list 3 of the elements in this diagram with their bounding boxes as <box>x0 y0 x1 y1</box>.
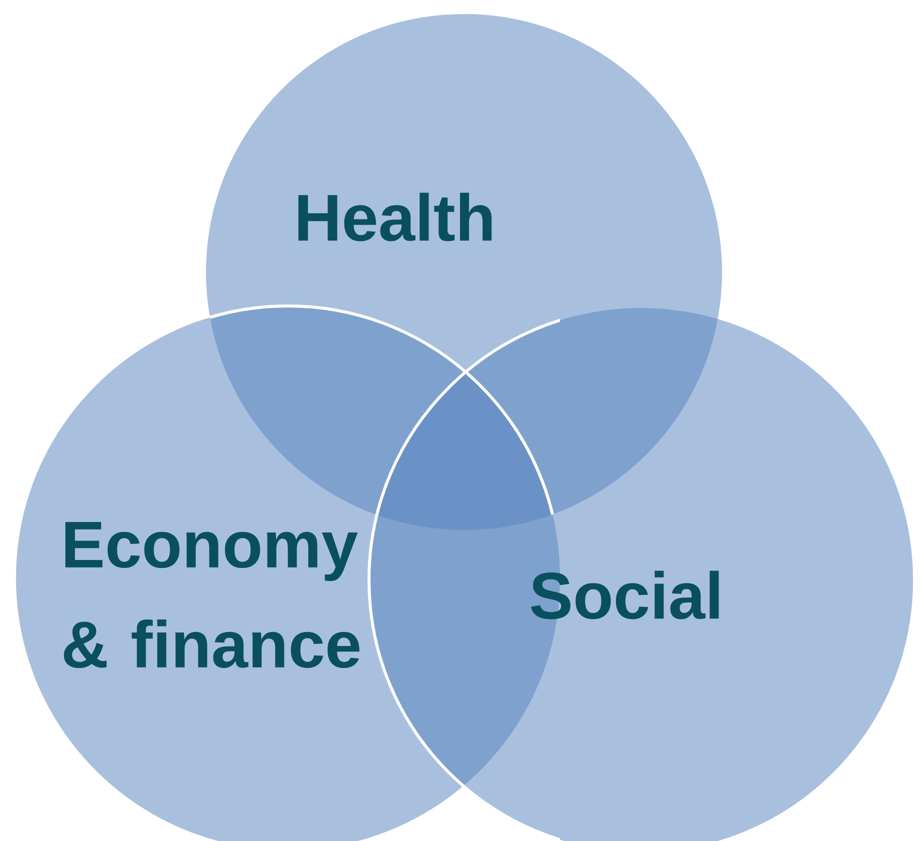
circle-label: Social <box>530 570 719 620</box>
circle-label: Economy & finance <box>64 522 360 668</box>
circle-label: Health <box>298 192 492 242</box>
